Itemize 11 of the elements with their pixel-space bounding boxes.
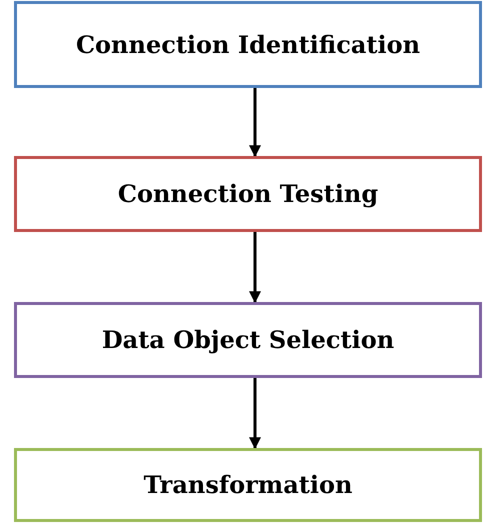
arrow [249,378,261,450]
box-label: Data Object Selection [102,326,394,354]
arrow [249,232,261,304]
box-label: Connection Identification [76,30,420,58]
process-box [14,302,482,378]
box-label: Transformation [144,471,352,499]
process-box [14,1,482,88]
process-box [14,448,482,522]
process-box [14,156,482,232]
arrow [249,88,261,158]
box-label: Connection Testing [118,180,378,208]
